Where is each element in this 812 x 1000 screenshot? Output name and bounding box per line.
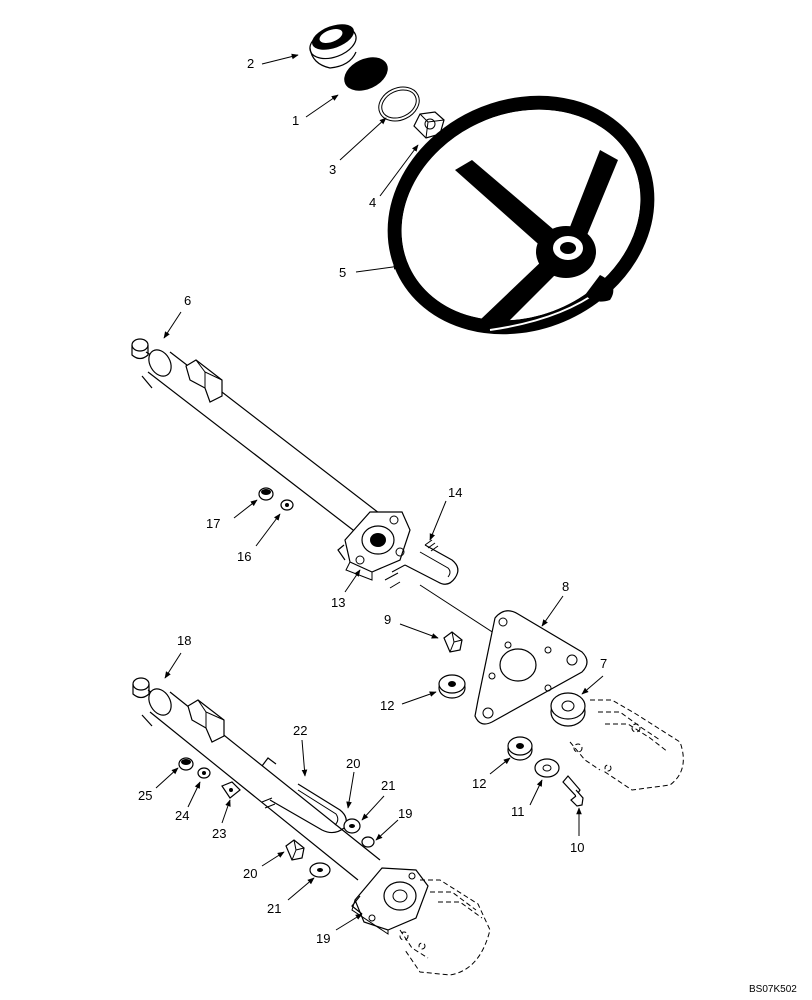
washer-24-part	[197, 767, 211, 779]
bolt-9-part	[443, 631, 463, 653]
bracket-23-part	[221, 781, 241, 799]
spacer-12-upper-part	[438, 674, 466, 699]
callout-12-upper: 12	[380, 698, 394, 713]
diagram-code: BS07K502	[749, 984, 797, 995]
callout-14: 14	[448, 485, 462, 500]
steering-column-upper-part	[131, 338, 521, 651]
callout-24: 24	[175, 808, 189, 823]
washer-11-part	[534, 758, 560, 778]
callout-20-lower: 20	[243, 866, 257, 881]
callout-17: 17	[206, 516, 220, 531]
hex-nut-part	[413, 111, 445, 139]
callout-21-lower: 21	[267, 901, 281, 916]
callout-5: 5	[339, 265, 346, 280]
callout-1: 1	[292, 113, 299, 128]
callout-18: 18	[177, 633, 191, 648]
steering-wheel-part: ✷	[387, 95, 655, 335]
bushing-7-part	[550, 692, 586, 727]
callout-4: 4	[369, 195, 376, 210]
callout-21-upper: 21	[381, 778, 395, 793]
retaining-ring-part	[378, 86, 420, 122]
callout-9: 9	[384, 612, 391, 627]
horn-cap-part	[309, 24, 357, 69]
u-bolt-part	[384, 539, 459, 589]
callout-19-upper: 19	[398, 806, 412, 821]
callout-20-upper: 20	[346, 756, 360, 771]
callout-16: 16	[237, 549, 251, 564]
callout-10: 10	[570, 840, 584, 855]
mounting-plate-part	[474, 610, 588, 725]
callout-labels: 2 1 3 4 5 6 17 16 14 13 8 9 7 12 12 11 1…	[138, 56, 607, 946]
callout-25: 25	[138, 788, 152, 803]
bolt-20-lower-part	[285, 839, 305, 861]
washer-21-lower-part	[309, 862, 331, 878]
callout-22: 22	[293, 723, 307, 738]
callout-2: 2	[247, 56, 254, 71]
callout-7: 7	[600, 656, 607, 671]
steering-column-lower-part	[132, 677, 429, 935]
callout-23: 23	[212, 826, 226, 841]
leader-arrows	[155, 53, 604, 931]
horn-insert-part	[344, 57, 388, 91]
u-bolt-22-part	[261, 783, 347, 834]
callout-8: 8	[562, 579, 569, 594]
nut-25-part	[178, 757, 194, 771]
washer-21-upper-part	[361, 836, 375, 848]
nut-20-upper-part	[343, 818, 361, 834]
callout-19-lower: 19	[316, 931, 330, 946]
callout-6: 6	[184, 293, 191, 308]
callout-11: 11	[511, 804, 525, 819]
washer-16-part	[280, 499, 294, 511]
callout-3: 3	[329, 162, 336, 177]
spacer-12-lower-part	[507, 736, 533, 761]
svg-text:✷: ✷	[508, 97, 520, 113]
callout-12-lower: 12	[472, 776, 486, 791]
callout-13: 13	[331, 595, 345, 610]
dashed-mount-outline-lower	[399, 879, 491, 976]
dashed-mount-outline-upper	[569, 699, 684, 791]
bolt-10-part	[562, 775, 584, 807]
nut-17-part	[258, 487, 274, 501]
